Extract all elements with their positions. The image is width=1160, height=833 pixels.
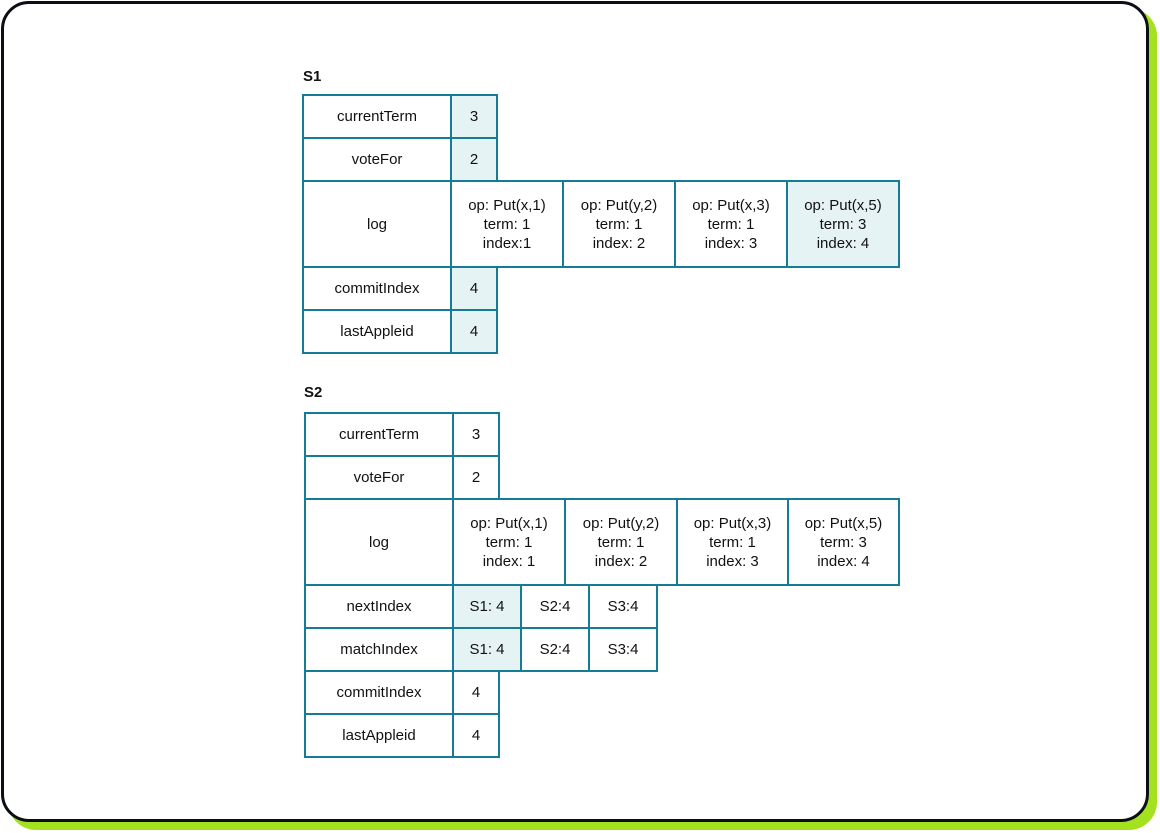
s2-next-index-s3: S3:4: [588, 584, 658, 629]
s2-vote-for-label: voteFor: [304, 455, 454, 500]
s2-title: S2: [304, 384, 323, 401]
s2-commit-index-value: 4: [452, 670, 500, 715]
s1-commit-index-value: 4: [450, 266, 498, 311]
s2-match-index-s3: S3:4: [588, 627, 658, 672]
s2-match-index-s1: S1: 4: [452, 627, 522, 672]
s2-commit-index-label: commitIndex: [304, 670, 454, 715]
s2-match-index-s2: S2:4: [520, 627, 590, 672]
s1-current-term-label: currentTerm: [302, 94, 452, 139]
s2-next-index-s2: S2:4: [520, 584, 590, 629]
s1-vote-for-label: voteFor: [302, 137, 452, 182]
s2-last-applied-label: lastAppleid: [304, 713, 454, 758]
s2-match-index-label: matchIndex: [304, 627, 454, 672]
s1-last-applied-value: 4: [450, 309, 498, 354]
s2-next-index-s1: S1: 4: [452, 584, 522, 629]
s2-current-term-label: currentTerm: [304, 412, 454, 457]
s2-current-term-value: 3: [452, 412, 500, 457]
s1-current-term-value: 3: [450, 94, 498, 139]
s2-log-label: log: [304, 498, 454, 586]
s1-commit-index-label: commitIndex: [302, 266, 452, 311]
s1-log-label: log: [302, 180, 452, 268]
s1-vote-for-value: 2: [450, 137, 498, 182]
s2-vote-for-value: 2: [452, 455, 500, 500]
s2-next-index-label: nextIndex: [304, 584, 454, 629]
diagram-frame: [1, 1, 1149, 822]
s1-last-applied-label: lastAppleid: [302, 309, 452, 354]
s1-title: S1: [303, 68, 322, 85]
s2-last-applied-value: 4: [452, 713, 500, 758]
